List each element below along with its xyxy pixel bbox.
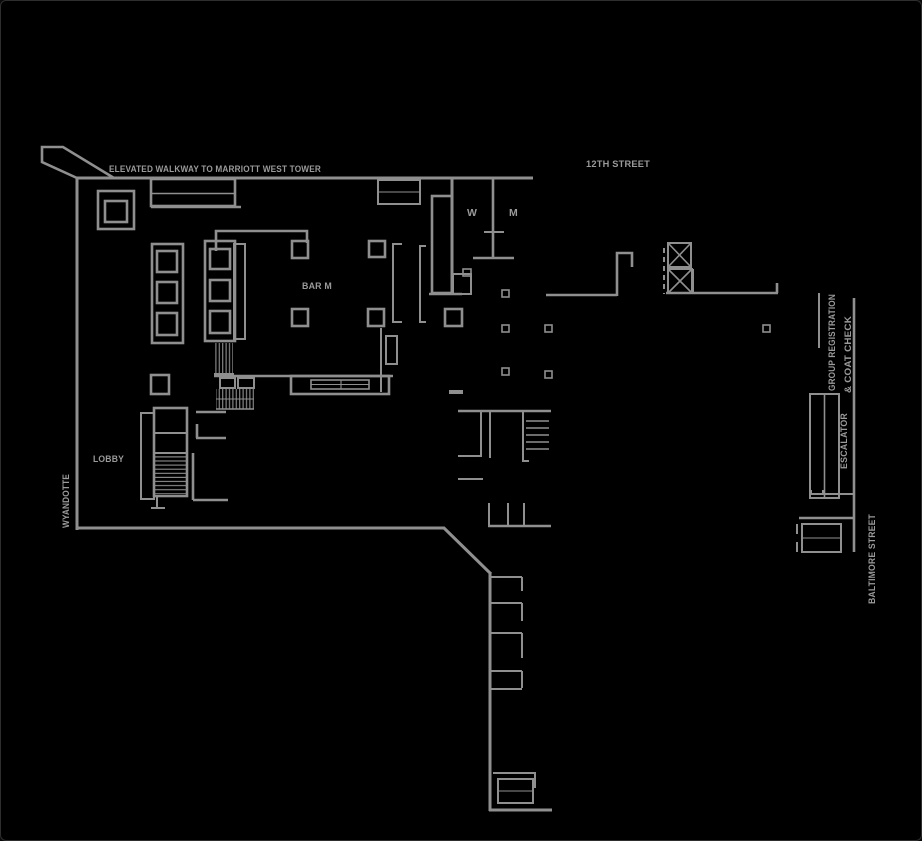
restroom-closet-notch — [462, 268, 472, 277]
column — [501, 324, 510, 333]
screen-wall-east — [419, 245, 426, 323]
outer-walls — [75, 176, 552, 812]
elevator-1-x-icon — [667, 242, 692, 268]
column — [501, 367, 510, 376]
column-large — [290, 239, 310, 260]
column — [544, 324, 553, 333]
booth-west-table — [155, 311, 179, 337]
registration-area — [796, 293, 856, 553]
lobby-stair-foot — [151, 496, 165, 509]
booth-west-outer — [150, 242, 185, 345]
communal-table-outer — [289, 374, 391, 396]
label-12th-street: 12TH STREET — [586, 159, 650, 169]
booth-mid-table — [208, 278, 232, 303]
label-restroom-m: M — [509, 207, 518, 219]
baltimore-entry-lintel — [809, 490, 854, 495]
label-group-registration-2: & COAT CHECK — [843, 316, 853, 393]
restroom-shaft — [430, 194, 454, 295]
south-street-stair — [493, 772, 536, 804]
walkway-vestibule-inner — [103, 199, 129, 224]
upper-staircase — [377, 179, 421, 205]
column-large — [149, 373, 171, 396]
corridor-bay-3 — [491, 632, 523, 658]
column — [501, 289, 510, 298]
elevated-walkway — [40, 145, 136, 231]
bottom-wall-diagonal — [76, 526, 493, 576]
south-corridor-bays — [491, 576, 523, 690]
column-large — [367, 239, 387, 259]
column — [762, 324, 771, 333]
label-bar-m: BAR M — [302, 281, 332, 291]
elevator-1 — [667, 242, 692, 268]
elevator-2-x-icon — [667, 268, 693, 294]
bar-room-corner-wall — [214, 229, 309, 251]
lobby-corridor-walls — [191, 410, 228, 502]
hall-wall-east — [666, 283, 779, 295]
column-large — [290, 307, 310, 328]
labels: ELEVATED WALKWAY TO MARRIOTT WEST TOWER … — [61, 159, 877, 604]
label-elevated-walkway: ELEVATED WALKWAY TO MARRIOTT WEST TOWER — [109, 164, 321, 174]
large-columns — [149, 239, 464, 396]
back-bar-cabinet — [237, 377, 255, 389]
queue-rails — [488, 503, 525, 525]
column — [544, 370, 553, 379]
booth-west-table — [155, 280, 179, 305]
service-room-walls — [458, 411, 529, 480]
label-group-registration-1: GROUP REGISTRATION — [827, 294, 837, 391]
bar-m-area — [150, 229, 463, 410]
center-stair-treads — [526, 420, 549, 450]
elevator-lobby — [546, 242, 779, 297]
back-bar-cabinet — [219, 377, 236, 389]
corridor-bay-1 — [491, 576, 523, 591]
host-station — [385, 335, 398, 365]
corridor-bay-4 — [491, 670, 523, 690]
label-escalator: ESCALATOR — [839, 413, 849, 469]
south-stair-enclosure — [493, 772, 536, 788]
banquette-hatch — [215, 343, 233, 374]
structural-columns — [501, 289, 771, 379]
walkway-vestibule-outer — [96, 189, 136, 231]
corridor-bay-2 — [491, 602, 523, 621]
grand-stair-treads — [149, 177, 237, 208]
grand-staircase — [149, 177, 241, 209]
lobby-stair-treads — [154, 454, 187, 494]
restroom-closet — [452, 273, 472, 295]
label-baltimore-street: BALTIMORE STREET — [867, 514, 877, 604]
booth-west-table — [155, 249, 179, 274]
column-large — [366, 307, 386, 328]
center-service-area — [458, 409, 551, 528]
booth-mid-banquette — [233, 243, 246, 340]
column-large — [443, 307, 464, 328]
label-wyandotte: WYANDOTTE — [61, 474, 71, 528]
screen-wall-west — [392, 243, 402, 323]
hall-wall-hook — [615, 251, 634, 296]
lobby-area — [140, 406, 228, 509]
restrooms — [429, 178, 514, 296]
label-restroom-w: W — [467, 207, 477, 219]
label-lobby: LOBBY — [93, 454, 124, 464]
booth-mid-table — [208, 247, 232, 271]
walkway-band — [40, 145, 115, 180]
communal-table-lines — [311, 380, 369, 389]
lobby-stair-sidewall — [140, 412, 155, 500]
booth-mid-table — [208, 309, 232, 335]
lobby-stair-landings — [154, 432, 187, 454]
